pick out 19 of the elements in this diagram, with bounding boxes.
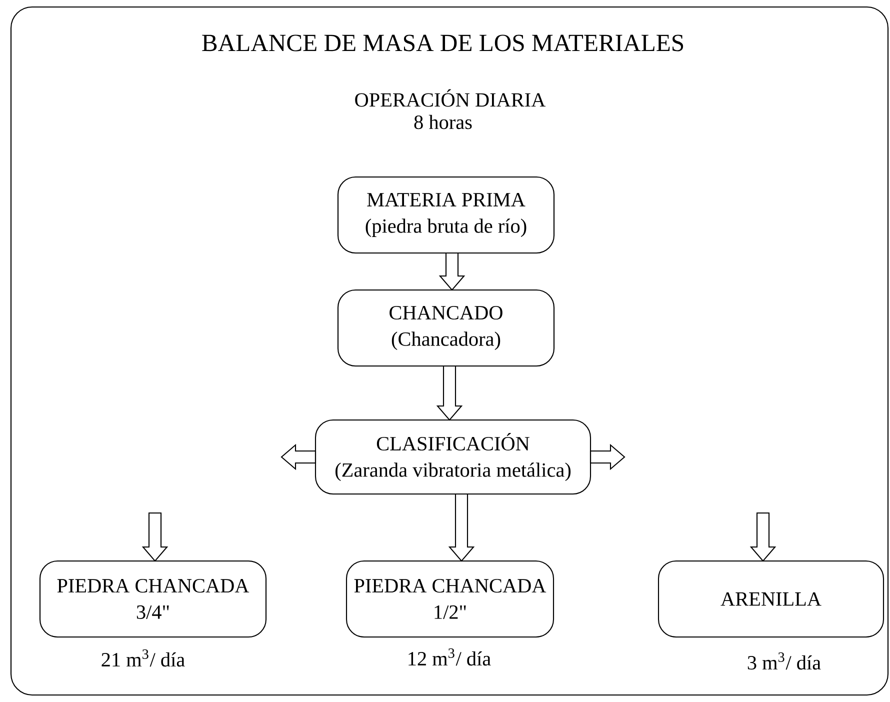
block-arrow (750, 512, 776, 562)
process-box: PIEDRA CHANCADA 1/2" (346, 560, 554, 638)
quantity-label: 21 m$^{3}$/ día (102, 649, 185, 667)
block-arrow (280, 444, 316, 470)
block-arrow (436, 365, 463, 421)
quantity-label: 3 m$^{3}$/ día (748, 652, 821, 670)
process-box: CHANCADO (Chancadora) (337, 289, 555, 366)
label: 8 horas (414, 114, 472, 130)
process-box: MATERIA PRIMA (piedra bruta de río) (337, 176, 555, 254)
label: OPERACIÓN DIARIA (355, 89, 546, 107)
block-arrow (590, 444, 626, 470)
process-box: PIEDRA CHANCADA 3/4" (39, 560, 267, 638)
title: BALANCE DE MASA DE LOS MATERIALES (202, 34, 684, 52)
block-arrow (448, 493, 475, 562)
process-box: ARENILLA (658, 560, 884, 638)
quantity-label: 12 m$^{3}$/ día (408, 648, 491, 666)
block-arrow (438, 252, 466, 291)
block-arrow (142, 512, 168, 562)
process-box: CLASIFICACIÓN (Zaranda vibratoria metálica) (314, 419, 592, 495)
